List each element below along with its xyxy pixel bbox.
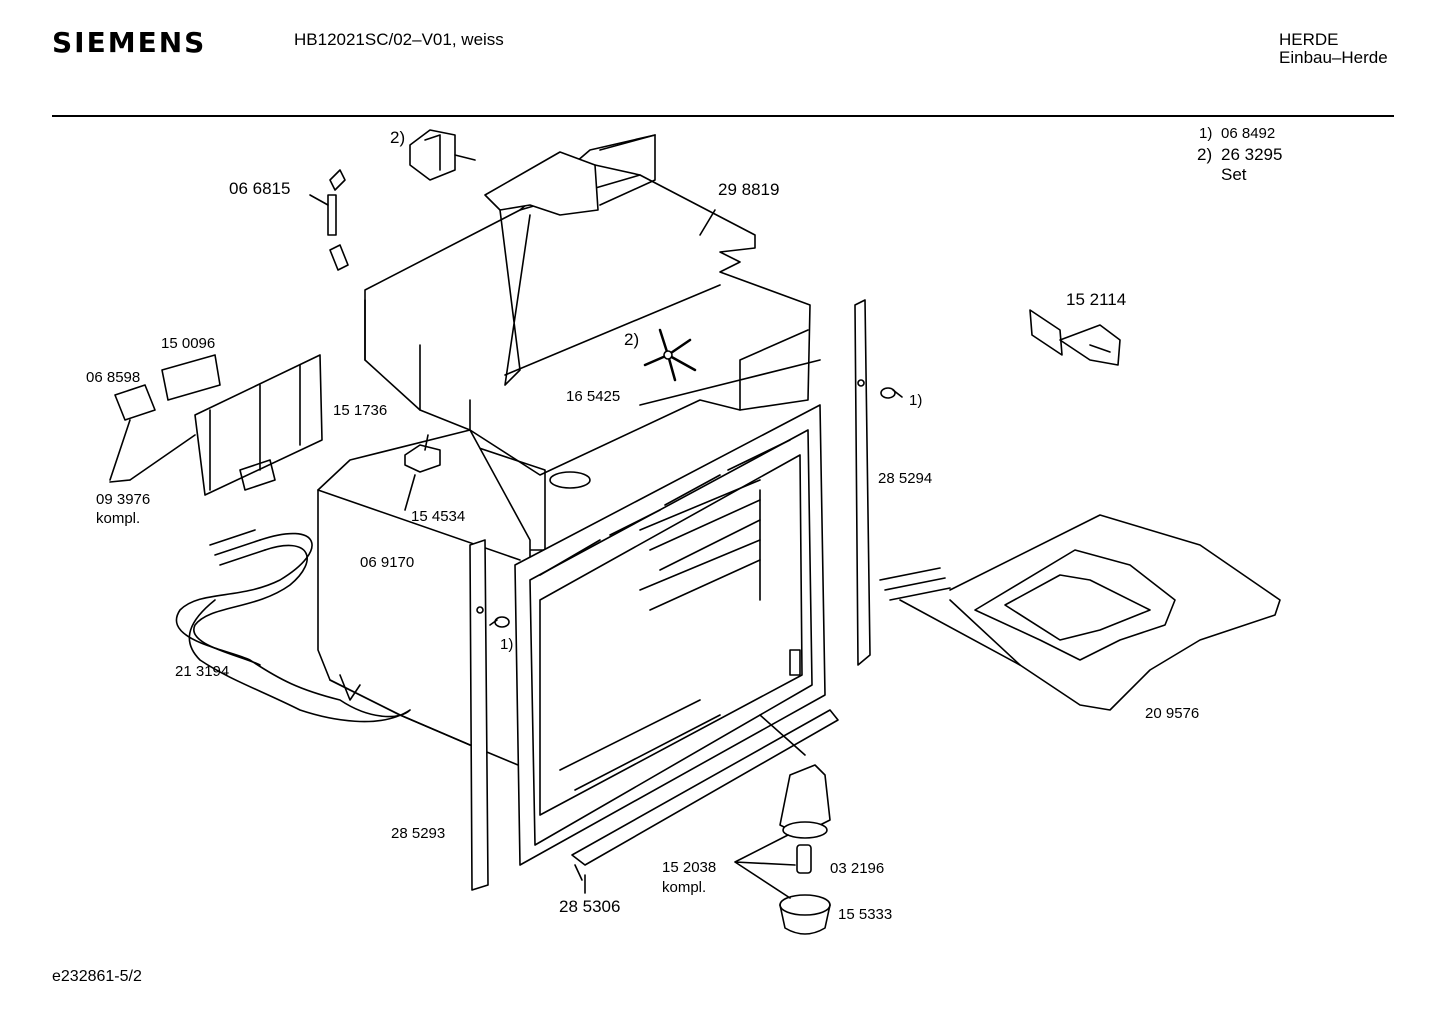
legend-part-2: 26 3295: [1221, 145, 1283, 164]
door-lock-bracket: [1029, 309, 1121, 366]
hinge-rod-part: [309, 169, 349, 271]
legend-marker-2: 2): [1197, 145, 1213, 164]
part-label-068598: 06 8598: [86, 369, 141, 386]
fan-motor-part: [409, 129, 476, 181]
glide-cap-left: [489, 616, 510, 628]
lower-heating-element: [175, 529, 411, 723]
part-label-1-right: 1): [909, 392, 923, 409]
drawing-code: e232861-5/2: [52, 968, 142, 985]
glide-cap-right: [880, 387, 903, 399]
bottom-trim: [571, 709, 839, 894]
part-label-155333: 15 5333: [838, 906, 893, 923]
part-label-2-top: 2): [390, 128, 406, 147]
lamp-cover: [779, 894, 831, 935]
part-label-066815: 06 6815: [229, 179, 291, 198]
part-label-032196: 03 2196: [830, 860, 885, 877]
brand-logo: SIEMENS: [52, 26, 207, 59]
switch-bracket-assembly: [109, 354, 323, 496]
lamp-callout-lines: [734, 834, 796, 899]
legend-part-1: 06 8492: [1221, 125, 1276, 142]
subcategory-title: Einbau–Herde: [1279, 48, 1388, 67]
side-rail-left: [469, 539, 489, 891]
thermostat-part: [404, 434, 441, 511]
part-label-298819: 29 8819: [718, 180, 780, 199]
part-label-285306: 28 5306: [559, 897, 621, 916]
part-label-152038-kompl: kompl.: [662, 879, 707, 896]
part-label-209576: 20 9576: [1145, 705, 1200, 722]
part-label-285294: 28 5294: [878, 470, 933, 487]
part-label-152038: 15 2038: [662, 859, 717, 876]
part-label-285293: 28 5293: [391, 825, 446, 842]
legend-part-3: Set: [1221, 165, 1247, 184]
callout-leader: [109, 479, 131, 483]
grill-heating-element: [879, 514, 1281, 711]
part-label-150096: 15 0096: [161, 335, 216, 352]
lamp-bulb: [796, 844, 812, 874]
part-label-093976: 09 3976: [96, 491, 151, 508]
part-label-1-left: 1): [500, 636, 514, 653]
lamp-housing: [759, 714, 831, 839]
part-label-2-fan: 2): [624, 330, 640, 349]
part-label-154534: 15 4534: [411, 508, 466, 525]
category-title: HERDE: [1279, 30, 1339, 49]
top-cover-duct: [364, 134, 821, 551]
part-label-165425: 16 5425: [566, 388, 621, 405]
header-divider: [52, 115, 1394, 117]
part-label-213194: 21 3194: [175, 663, 230, 680]
legend-marker-1: 1): [1199, 125, 1213, 142]
part-label-093976-kompl: kompl.: [96, 510, 141, 527]
model-number: HB12021SC/02–V01, weiss: [294, 30, 504, 49]
side-rail-right: [854, 299, 871, 666]
fan-blade-part: [643, 328, 697, 382]
part-label-151736: 15 1736: [333, 402, 388, 419]
part-label-069170: 06 9170: [360, 554, 415, 571]
part-label-152114: 15 2114: [1066, 290, 1127, 309]
